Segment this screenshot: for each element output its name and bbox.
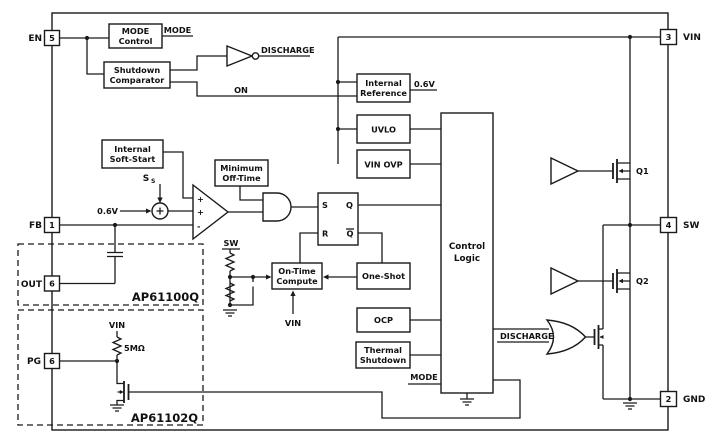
block-internal-reference xyxy=(356,73,411,103)
soft-start-ramp-subscript: S xyxy=(151,178,155,185)
q1-label: Q1 xyxy=(636,166,649,176)
pin-box-en xyxy=(43,29,61,47)
svg-text:+: + xyxy=(197,194,204,204)
pin-label-sw: SW xyxy=(683,221,699,231)
inverter-gate xyxy=(226,44,254,68)
driver-q1 xyxy=(550,156,580,186)
pin-box-gnd xyxy=(659,390,678,408)
sw-sense-label: SW xyxy=(224,238,239,248)
pin-label-fb: FB xyxy=(29,221,42,231)
pin-box-fb xyxy=(43,216,61,234)
pin-label-pg: PG xyxy=(27,357,41,367)
vref-sum-label: 0.6V xyxy=(97,206,119,216)
resistor-symbols xyxy=(111,252,236,356)
pin-number-pg: 6 xyxy=(49,356,55,366)
error-amplifier xyxy=(192,183,230,241)
variant-label-ap61100q: AP61100Q xyxy=(132,290,199,304)
latch-qbar-label: Q xyxy=(347,229,354,239)
variant-label-ap61102q: AP61102Q xyxy=(131,411,198,425)
pin-box-out xyxy=(43,275,61,292)
pin-number-sw: 4 xyxy=(666,220,672,230)
block-one-shot xyxy=(356,262,411,290)
block-control-logic xyxy=(440,112,494,394)
latch-s-label: S xyxy=(322,200,328,210)
uvlo-label: UVLO xyxy=(371,125,396,135)
discharge-net-label-top: DISCHARGE xyxy=(261,45,315,55)
error-amp-signs: + + - xyxy=(197,194,204,231)
mode-control-label-1: MODE xyxy=(122,26,150,36)
internal-soft-start-label-1: Internal xyxy=(114,144,151,154)
inverter-bubble xyxy=(251,52,260,60)
minimum-off-time-label-2: Off-Time xyxy=(222,173,261,183)
on-time-compute-label-1: On-Time xyxy=(278,266,316,276)
sr-latch xyxy=(317,192,359,246)
thermal-shutdown-label-2: Shutdown xyxy=(360,355,407,365)
pin-label-gnd: GND xyxy=(683,395,705,405)
signal-wires xyxy=(60,35,661,419)
minimum-off-time-label-1: Minimum xyxy=(220,163,262,173)
block-on-time-compute xyxy=(271,262,323,290)
summing-plus xyxy=(156,207,164,215)
pins: 5 EN 1 FB 6 OUT 6 PG 3 VIN 4 SW 2 GND xyxy=(21,28,705,408)
pin-number-en: 5 xyxy=(49,33,55,43)
on-time-compute-label-2: Compute xyxy=(276,276,318,286)
junction-dots xyxy=(84,34,633,402)
vin-ontime-label: VIN xyxy=(285,318,301,328)
dashed-box-ap61102q xyxy=(17,309,204,426)
pin-label-vin: VIN xyxy=(683,33,701,43)
latch-r-label: R xyxy=(322,229,329,239)
pin-label-out: OUT xyxy=(21,280,43,290)
pin-number-fb: 1 xyxy=(49,220,55,230)
mode-control-label-2: Control xyxy=(119,36,153,46)
block-internal-soft-start xyxy=(101,139,164,169)
one-shot-label: One-Shot xyxy=(362,271,405,281)
soft-start-ramp-label: S xyxy=(143,174,149,184)
block-thermal-shutdown xyxy=(355,341,411,369)
mode-net-label-bottom: MODE xyxy=(410,372,438,382)
block-uvlo xyxy=(356,114,411,144)
vin-pullup-label: VIN xyxy=(109,320,125,330)
block-ocp xyxy=(356,307,411,333)
internal-reference-label-2: Reference xyxy=(360,88,407,98)
internal-soft-start-label-2: Soft-Start xyxy=(110,154,156,164)
or-gate xyxy=(545,319,587,355)
block-mode-control xyxy=(108,23,163,49)
pin-number-gnd: 2 xyxy=(666,394,672,404)
pin-box-vin xyxy=(659,28,678,46)
pin-number-vin: 3 xyxy=(666,32,672,42)
vref-out-label: 0.6V xyxy=(414,79,436,89)
mode-net-label-top: MODE xyxy=(164,25,192,35)
shutdown-comparator-label-1: Shutdown xyxy=(114,65,161,75)
q2-label: Q2 xyxy=(636,276,649,286)
internal-reference-label-1: Internal xyxy=(365,78,402,88)
block-minimum-off-time xyxy=(214,159,269,187)
svg-text:-: - xyxy=(197,221,200,231)
discharge-net-label-bottom: DISCHARGE xyxy=(500,331,554,341)
thermal-shutdown-label-1: Thermal xyxy=(364,345,402,355)
pin-number-out: 6 xyxy=(49,279,55,289)
on-net-label: ON xyxy=(234,85,248,95)
and-gate xyxy=(262,192,292,222)
svg-text:+: + xyxy=(197,207,204,217)
dashed-box-ap61100q xyxy=(17,243,204,306)
pin-box-sw xyxy=(659,216,678,234)
ocp-label: OCP xyxy=(374,315,393,325)
latch-q-label: Q xyxy=(346,200,353,210)
arrowheads xyxy=(119,168,623,394)
ground-symbols xyxy=(110,309,637,412)
shutdown-comparator-label-2: Comparator xyxy=(110,75,166,85)
pin-box-pg xyxy=(43,352,61,370)
control-logic-label-1: Control xyxy=(449,242,485,252)
pin-label-en: EN xyxy=(28,34,42,44)
pullup-resistor-value: 5MΩ xyxy=(124,343,145,353)
mosfet-bars xyxy=(123,159,618,403)
driver-q2 xyxy=(550,266,580,296)
vin-ovp-label: VIN OVP xyxy=(364,160,402,170)
control-logic-label-2: Logic xyxy=(454,254,480,264)
block-shutdown-comparator xyxy=(103,61,171,89)
block-vin-ovp xyxy=(356,149,411,179)
